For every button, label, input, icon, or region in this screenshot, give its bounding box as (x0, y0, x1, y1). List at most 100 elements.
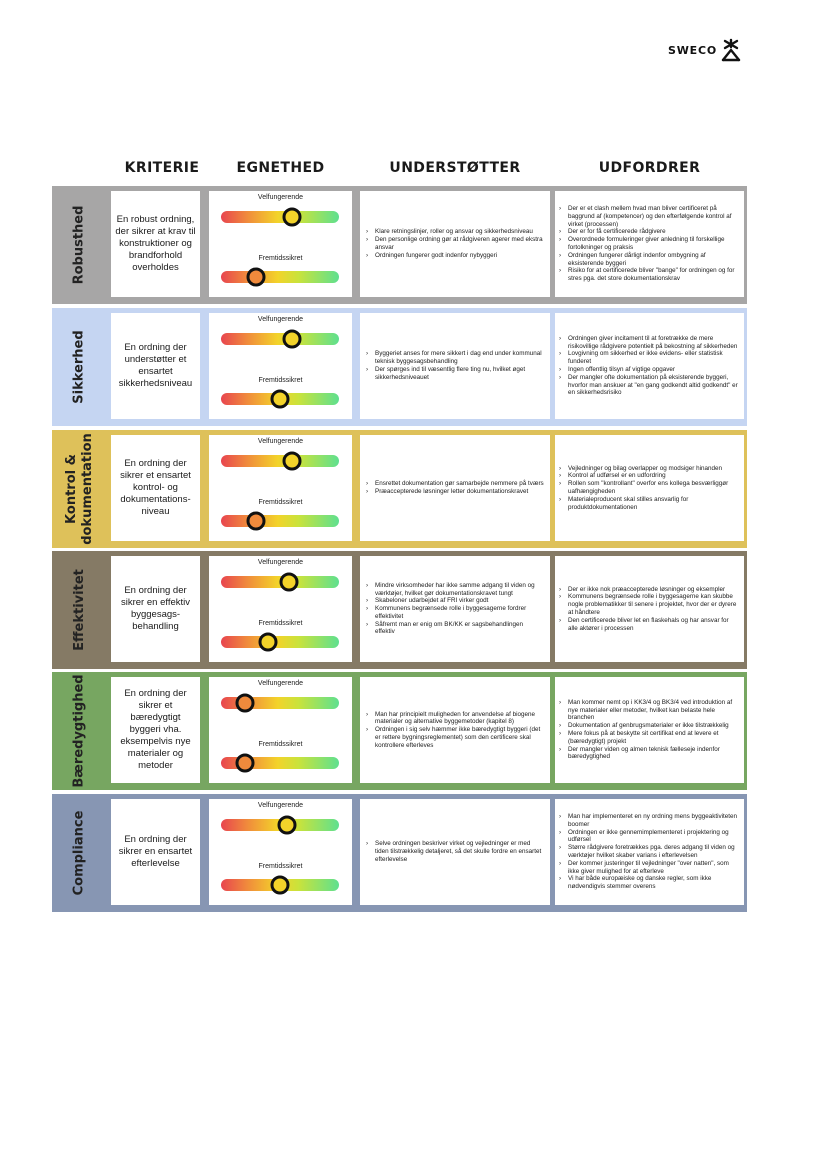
list-item: Der mangler viden og almen teknisk fælle… (559, 746, 740, 762)
list-item: Ordningen fungerer godt indenfor nybygge… (366, 252, 544, 260)
list-item: Den certificerede bliver let en flaskeha… (559, 617, 740, 633)
row-label-line: Sikkerhed (71, 330, 87, 404)
gauge-marker (235, 753, 255, 773)
row-label: Effektivitet (52, 551, 107, 669)
list-item: Der er for få certificerede rådgivere (559, 228, 740, 236)
gauge-marker (235, 693, 255, 713)
list-item: Mere fokus på at beskytte sit certifikat… (559, 730, 740, 746)
understotter-list: Man har principielt muligheden for anven… (360, 677, 550, 783)
list-item: Ensrettet dokumentation gør samarbejde n… (366, 480, 544, 488)
gauge-marker (282, 329, 302, 349)
list-item: Lovgivning om sikkerhed er ikke evidens-… (559, 350, 740, 366)
header-understotter: UNDERSTØTTER (389, 160, 521, 176)
list-item: Man har principielt muligheden for anven… (366, 711, 544, 727)
list-item: Selve ordningen beskriver virket og vejl… (366, 840, 544, 863)
kriterie-text: En ordning der sikrer et bæredygtigt byg… (111, 677, 200, 783)
criterion-row: Compliance En ordning der sikrer en ensar… (52, 794, 747, 912)
kriterie-text: En ordning der sikrer et ensartet kontro… (111, 435, 200, 541)
header-egnethed: EGNETHED (236, 160, 325, 176)
logo-text: SWECO (668, 43, 717, 57)
list-item: Ordningen er ikke gennemimplementeret i … (559, 829, 740, 845)
row-label-line: Robusthed (71, 205, 87, 285)
list-item: Man har implementeret en ny ordning mens… (559, 813, 740, 829)
gauge-label: Velfungerende (257, 438, 304, 445)
gauge-label: Fremtidssikret (258, 741, 303, 748)
gauge-marker (282, 207, 302, 227)
row-label-line: dokumentation (79, 433, 95, 545)
kriterie-text: En robust ordning, der sikrer at krav ti… (111, 191, 200, 297)
gauge-label: Fremtidssikret (258, 377, 303, 384)
row-label: Compliance (52, 794, 107, 912)
gauge-bar (221, 211, 339, 223)
row-label: Bæredygtighed (52, 672, 107, 790)
kriterie-text: En ordning der understøtter et ensartet … (111, 313, 200, 419)
gauge-label: Velfungerende (257, 802, 304, 809)
list-item: Præaccepterede løsninger letter dokument… (366, 488, 544, 496)
header-udfordrer: UDFORDRER (598, 160, 701, 176)
gauge-marker (282, 451, 302, 471)
gauge-bar (221, 271, 339, 283)
row-label-line: Kontrol & (63, 454, 79, 524)
list-item: Rollen som "kontrollant" overfor ens kol… (559, 480, 740, 496)
list-item: Der kommer justeringer til vejledninger … (559, 860, 740, 876)
row-label-line: Effektivitet (71, 569, 87, 651)
row-label-line: Compliance (71, 810, 87, 896)
gauge-marker (277, 815, 297, 835)
understotter-list: Selve ordningen beskriver virket og vejl… (360, 799, 550, 905)
list-item: Ordningen i sig selv hæmmer ikke bæredyg… (366, 726, 544, 749)
gauge-marker (279, 572, 299, 592)
list-item: Materialeproducent skal stilles ansvarli… (559, 496, 740, 512)
gauge-label: Velfungerende (257, 194, 304, 201)
row-label: Kontrol &dokumentation (52, 430, 107, 548)
understotter-list: Byggeriet anses for mere sikkert i dag e… (360, 313, 550, 419)
list-item: Overordnede formuleringer giver anlednin… (559, 236, 740, 252)
kriterie-text: En ordning der sikrer en effektiv bygges… (111, 556, 200, 662)
list-item: Der er et clash mellem hvad man bliver c… (559, 205, 740, 228)
list-item: Kommunens begrænsede rolle i byggesagern… (366, 605, 544, 621)
row-label: Robusthed (52, 186, 107, 304)
understotter-list: Klare retningslinjer, roller og ansvar o… (360, 191, 550, 297)
gauge-label: Fremtidssikret (258, 620, 303, 627)
criterion-row: Sikkerhed En ordning der understøtter et … (52, 308, 747, 426)
gauge-marker (246, 511, 266, 531)
list-item: Der er ikke nok præaccepterede løsninger… (559, 586, 740, 594)
gauge-marker (270, 875, 290, 895)
gauge-label: Fremtidssikret (258, 863, 303, 870)
list-item: Såfremt man er enig om BK/KK er sagsbeha… (366, 621, 544, 637)
understotter-list: Ensrettet dokumentation gør samarbejde n… (360, 435, 550, 541)
list-item: Mindre virksomheder har ikke samme adgan… (366, 582, 544, 598)
gauge-bar (221, 515, 339, 527)
list-item: Større rådgivere foretrækkes pga. deres … (559, 844, 740, 860)
list-item: Vejledninger og bilag overlapper og mods… (559, 465, 740, 473)
list-item: Den personlige ordning gør at rådgiveren… (366, 236, 544, 252)
udfordrer-list: Der er ikke nok præaccepterede løsninger… (555, 556, 744, 662)
udfordrer-list: Der er et clash mellem hvad man bliver c… (555, 191, 744, 297)
gauge-bar (221, 455, 339, 467)
sweco-logo: SWECO (668, 38, 741, 62)
kriterie-text: En ordning der sikrer en ensartet efterl… (111, 799, 200, 905)
criterion-row: Robusthed En robust ordning, der sikrer a… (52, 186, 747, 304)
list-item: Der spørges ind til væsentlig flere ting… (366, 366, 544, 382)
list-item: Risiko for at certificerede bliver "bang… (559, 267, 740, 283)
row-label: Sikkerhed (52, 308, 107, 426)
list-item: Skabeloner udarbejdet af FRI virker godt (366, 597, 544, 605)
list-item: Kommunens begrænsede rolle i byggesagern… (559, 593, 740, 616)
list-item: Klare retningslinjer, roller og ansvar o… (366, 228, 544, 236)
gauge-label: Fremtidssikret (258, 255, 303, 262)
understotter-list: Mindre virksomheder har ikke samme adgan… (360, 556, 550, 662)
gauge-label: Velfungerende (257, 316, 304, 323)
gauge-marker (270, 389, 290, 409)
sweco-figure-icon (721, 38, 741, 62)
header-kriterie: KRITERIE (124, 160, 200, 176)
list-item: Kontrol af udførsel er en udfordring (559, 472, 740, 480)
list-item: Ordningen giver incitament til at foretr… (559, 335, 740, 351)
list-item: Vi har både europæiske og danske regler,… (559, 875, 740, 891)
